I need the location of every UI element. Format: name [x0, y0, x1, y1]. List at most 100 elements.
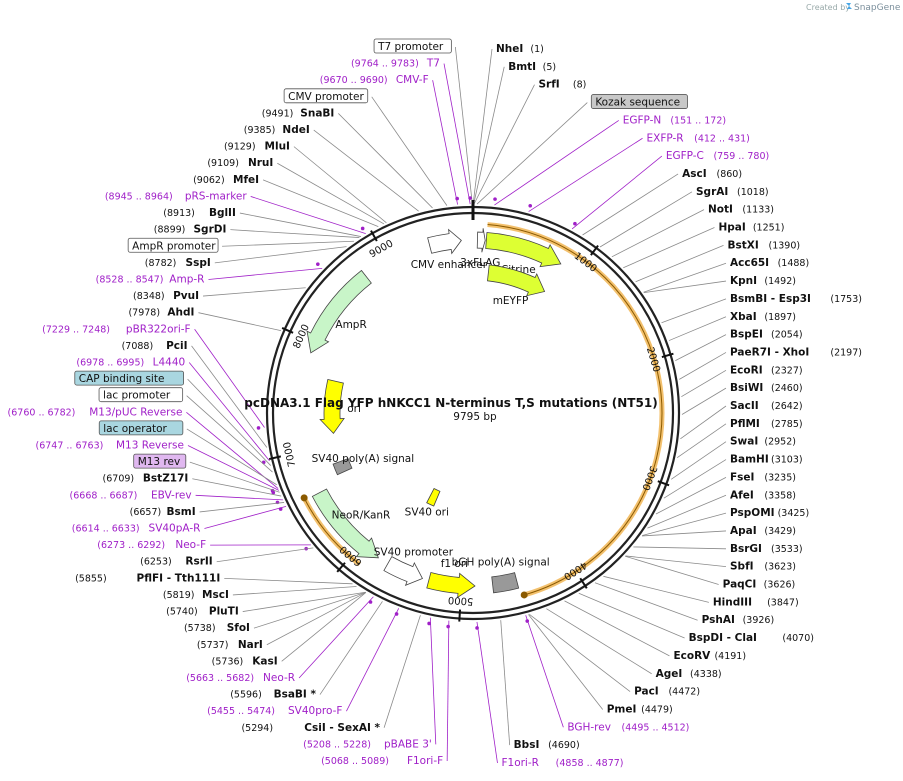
site-prs-marker[interactable]: pRS-marker(8945 .. 8964)	[105, 190, 248, 202]
site-pshai[interactable]: PshAI(3926)	[702, 614, 775, 626]
site-hindiii[interactable]: HindIII(3847)	[713, 596, 799, 608]
site-t7[interactable]: T7(9764 .. 9783)	[351, 58, 440, 70]
site-ecorv[interactable]: EcoRV(4191)	[673, 650, 746, 662]
site-pvui[interactable]: PvuI(8348)	[133, 290, 199, 302]
site-mlui[interactable]: MluI(9129)	[224, 141, 290, 153]
site-acc65i[interactable]: Acc65I(1488)	[730, 257, 809, 269]
site-bsmbi-esp3i[interactable]: BsmBI - Esp3I(1753)	[730, 293, 862, 305]
site-m13-puc-reverse[interactable]: M13/pUC Reverse(6760 .. 6782)	[8, 406, 183, 418]
feature-neor-kanr[interactable]	[311, 488, 379, 559]
site-afei[interactable]: AfeI(3358)	[730, 489, 796, 501]
feature-ori[interactable]	[319, 378, 345, 435]
site-t7-promoter[interactable]: T7 promoter	[373, 38, 452, 54]
site-pflmi[interactable]: PflMI(2785)	[730, 418, 803, 430]
site-m13-rev[interactable]: M13 rev	[133, 453, 187, 469]
site-kozak-sequence[interactable]: Kozak sequence	[590, 94, 688, 109]
site-nhei[interactable]: NheI(1)	[496, 43, 544, 55]
site-bgh-rev[interactable]: BGH-rev(4495 .. 4512)	[567, 721, 689, 733]
site-l4440[interactable]: L4440(6978 .. 6995)	[76, 356, 185, 368]
site-paqci[interactable]: PaqCI(3626)	[723, 579, 796, 591]
site-egfp-n[interactable]: EGFP-N(151 .. 172)	[623, 114, 726, 126]
feature-3xflag[interactable]	[476, 228, 486, 253]
site-agei[interactable]: AgeI(4338)	[656, 668, 722, 680]
site-ndei[interactable]: NdeI(9385)	[244, 124, 310, 136]
site-bglii[interactable]: BglII(8913)	[163, 207, 236, 219]
feature-sv40-poly-a-signal[interactable]	[332, 458, 353, 476]
site-csii-sexai[interactable]: CsiI - SexAI *(5294)	[241, 722, 380, 734]
site-cmv-promoter[interactable]: CMV promoter	[283, 88, 369, 104]
site-swai[interactable]: SwaI(2952)	[730, 436, 796, 448]
site-sgrai[interactable]: SgrAI(1018)	[696, 186, 769, 198]
site-hpai[interactable]: HpaI(1251)	[718, 222, 784, 234]
feature-citrine[interactable]	[485, 232, 562, 268]
site-bsiwi[interactable]: BsiWI(2460)	[730, 382, 803, 394]
site-bamhi[interactable]: BamHI(3103)	[730, 454, 803, 466]
site-cap-binding-site[interactable]: CAP binding site	[74, 370, 184, 386]
site-m13-reverse[interactable]: M13 Reverse(6747 .. 6763)	[36, 440, 184, 452]
site-neo-r[interactable]: Neo-R(5663 .. 5682)	[186, 672, 295, 684]
site-pspomi[interactable]: PspOMI(3425)	[730, 507, 809, 519]
site-pbabe-3[interactable]: pBABE 3'(5208 .. 5228)	[303, 738, 432, 750]
site-srfi[interactable]: SrfI(8)	[539, 79, 587, 91]
site-pbr322ori-f[interactable]: pBR322ori-F(7229 .. 7248)	[42, 323, 190, 335]
site-nrui[interactable]: NruI(9109)	[207, 157, 273, 169]
site-noti[interactable]: NotI(1133)	[708, 204, 774, 216]
site-kasi[interactable]: KasI(5736)	[212, 655, 278, 667]
site-cmv-f[interactable]: CMV-F(9670 .. 9690)	[320, 74, 429, 86]
site-fsei[interactable]: FseI(3235)	[730, 471, 796, 483]
feature-f1-ori[interactable]	[426, 572, 476, 599]
site-f1ori-f[interactable]: F1ori-F(5068 .. 5089)	[321, 755, 443, 767]
site-paci[interactable]: PacI(4472)	[634, 686, 700, 698]
site-bstxi[interactable]: BstXI(1390)	[728, 239, 801, 251]
site-egfp-c[interactable]: EGFP-C(759 .. 780)	[666, 150, 769, 162]
site-sbfi[interactable]: SbfI(3623)	[730, 561, 796, 573]
site-msci[interactable]: MscI(5819)	[163, 589, 229, 601]
feature-ampr[interactable]	[306, 269, 372, 354]
site-mfei[interactable]: MfeI(9062)	[193, 174, 259, 186]
site-paer7i-xhoi[interactable]: PaeR7I - XhoI(2197)	[730, 346, 862, 358]
site-ebv-rev[interactable]: EBV-rev(6668 .. 6687)	[70, 489, 192, 501]
site-ahdi[interactable]: AhdI(7978)	[128, 307, 194, 319]
site-pos: (1)	[530, 44, 543, 55]
site-rsrii[interactable]: RsrII(6253)	[140, 556, 213, 568]
site-bsmi[interactable]: BsmI(6657)	[130, 506, 196, 518]
site-amp-r[interactable]: Amp-R(8528 .. 8547)	[96, 273, 205, 285]
site-apai[interactable]: ApaI(3429)	[730, 525, 796, 537]
site-pcii[interactable]: PciI(7088)	[122, 340, 188, 352]
site-bspdi-clai[interactable]: BspDI - ClaI(4070)	[689, 632, 814, 644]
site-xbai[interactable]: XbaI(1897)	[730, 311, 796, 323]
site-kpni[interactable]: KpnI(1492)	[730, 275, 796, 287]
site-bbsi[interactable]: BbsI(4690)	[514, 739, 580, 751]
site-pmei[interactable]: PmeI(4479)	[607, 703, 673, 715]
site-pluti[interactable]: PluTI(5740)	[166, 606, 239, 618]
site-sv40pa-r[interactable]: SV40pA-R(6614 .. 6633)	[72, 523, 201, 535]
feature-sv40-promoter[interactable]	[383, 556, 423, 586]
feature-bgh-poly-a-signal[interactable]	[491, 572, 520, 594]
site-asci[interactable]: AscI(860)	[682, 168, 742, 180]
site-lac-operator[interactable]: lac operator	[98, 420, 184, 436]
site-sfoi[interactable]: SfoI(5738)	[184, 622, 250, 634]
site-labels[interactable]: NheI(1) BmtI(5) SrfI(8)Kozak sequenceEGFP-…	[8, 38, 862, 769]
site-sspi[interactable]: SspI(8782)	[145, 257, 211, 269]
site-bspei[interactable]: BspEI(2054)	[730, 329, 803, 341]
site-pflfi-tth111i[interactable]: PflFI - Tth111I(5855)	[75, 572, 220, 584]
site-snabi[interactable]: SnaBI(9491)	[262, 107, 335, 119]
site-exfp-r[interactable]: EXFP-R(412 .. 431)	[647, 132, 750, 144]
site-bsabi[interactable]: BsaBI *(5596)	[230, 689, 316, 701]
feature-cmv-enhancer[interactable]	[427, 228, 462, 255]
site-sgrdi[interactable]: SgrDI(8899)	[154, 224, 227, 236]
site-neo-f[interactable]: Neo-F(6273 .. 6292)	[97, 539, 206, 551]
site-bmti[interactable]: BmtI(5)	[508, 61, 556, 73]
site-ecori[interactable]: EcoRI(2327)	[730, 364, 803, 376]
site-lac-promoter[interactable]: lac promoter	[98, 387, 184, 403]
feature-sv40-ori[interactable]	[426, 488, 441, 507]
site-f1ori-r[interactable]: F1ori-R(4858 .. 4877)	[501, 757, 623, 769]
site-sv40pro-f[interactable]: SV40pro-F(5455 .. 5474)	[207, 705, 342, 717]
site-bstz17i[interactable]: BstZ17I(6709)	[103, 473, 189, 485]
site-ampr-promoter[interactable]: AmpR promoter	[127, 237, 219, 253]
site-bsrgi[interactable]: BsrGI(3533)	[730, 543, 803, 555]
leader-bsmbi-esp3i	[661, 298, 727, 324]
site-sacii[interactable]: SacII(2642)	[730, 400, 803, 412]
site-nari[interactable]: NarI(5737)	[197, 639, 263, 651]
feature-meyfp[interactable]	[487, 264, 546, 297]
